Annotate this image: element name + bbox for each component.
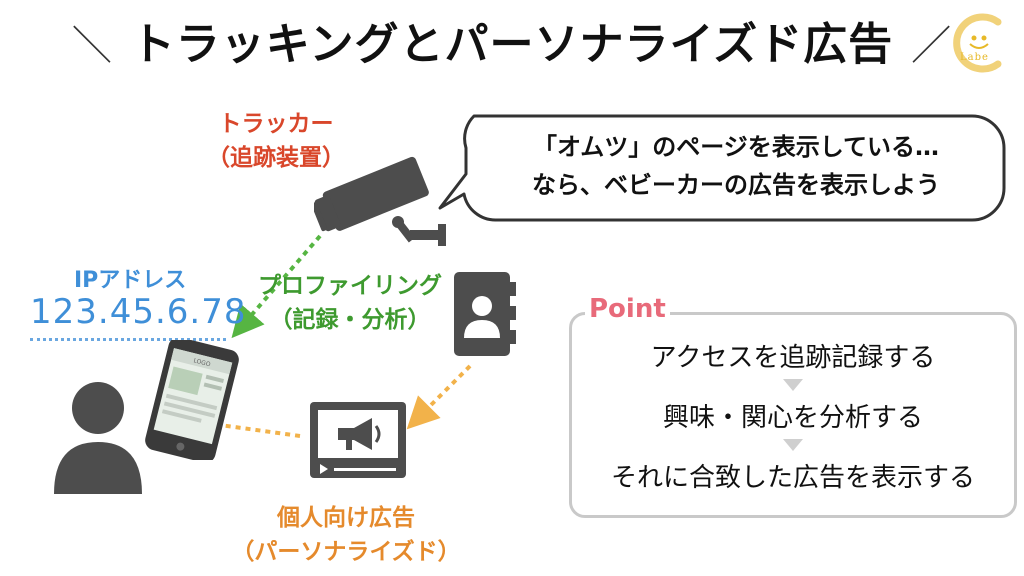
tracker-name: トラッカー xyxy=(218,111,334,137)
bubble-text: 「オムツ」のページを表示している… なら、ベビーカーの広告を表示しよう xyxy=(466,128,1006,204)
address-book-icon xyxy=(454,272,516,360)
ip-value: 123.45.6.78 xyxy=(30,292,247,332)
smartphone-icon: LOGO xyxy=(132,337,252,464)
point-step-1: アクセスを追跡記録する xyxy=(650,343,936,373)
tracker-label: トラッカー （追跡装置） xyxy=(186,104,366,172)
title-text: トラッキングとパーソナライズド広告 xyxy=(130,19,894,70)
arrow-book-to-ad xyxy=(406,364,472,430)
step-arrow-2 xyxy=(783,439,803,451)
profiling-sub: （記録・分析） xyxy=(269,307,431,333)
step-arrow-1 xyxy=(783,379,803,391)
tracker-sub: （追跡装置） xyxy=(207,145,345,171)
point-box: アクセスを追跡記録する 興味・関心を分析する それに合致した広告を表示する xyxy=(569,312,1017,518)
bubble-line-2: なら、ベビーカーの広告を表示しよう xyxy=(532,171,940,199)
title-right-mark: ／ xyxy=(911,23,953,69)
profiling-name: プロファイリング xyxy=(258,273,442,299)
point-step-3: それに合致した広告を表示する xyxy=(610,463,975,493)
video-ad-icon xyxy=(310,402,406,482)
speech-bubble-icon xyxy=(438,112,1008,228)
user-silhouette-icon xyxy=(50,374,146,498)
point-title: Point xyxy=(585,294,670,324)
cctv-camera-icon xyxy=(311,152,454,260)
logo-text: Labe xyxy=(960,52,989,63)
bubble-line-1: 「オムツ」のページを表示している… xyxy=(532,133,940,161)
phone-logo-text: LOGO xyxy=(193,357,212,368)
point-step-2: 興味・関心を分析する xyxy=(662,403,923,433)
ad-name: 個人向け広告 xyxy=(277,505,415,531)
title-left-mark: ＼ xyxy=(71,23,113,69)
page-title: ＼ トラッキングとパーソナライズド広告 ／ xyxy=(0,8,1024,72)
arrow-ad-to-phone xyxy=(182,408,301,441)
ad-sub: （パーソナライズド） xyxy=(231,539,461,565)
brand-logo-icon xyxy=(948,8,1014,78)
ad-label: 個人向け広告 （パーソナライズド） xyxy=(216,498,476,566)
ip-underline xyxy=(30,338,226,341)
ip-label: IPアドレス xyxy=(74,268,187,293)
profiling-label: プロファイリング （記録・分析） xyxy=(240,266,460,334)
